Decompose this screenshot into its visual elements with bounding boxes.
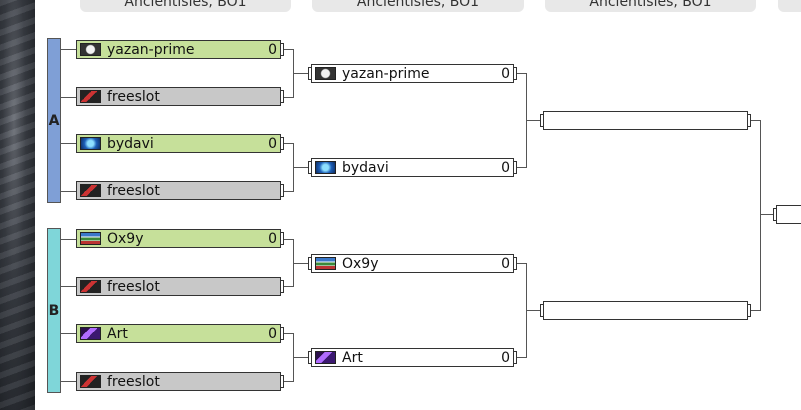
purple-crystal-avatar-icon — [80, 327, 101, 340]
side-background-art — [0, 0, 35, 410]
flag-avatar-icon — [80, 232, 101, 245]
player-score: 0 — [268, 135, 277, 152]
player-score: 0 — [268, 325, 277, 342]
player-name: Art — [342, 349, 363, 366]
r2-slot-1[interactable]: yazan-prime 0 — [311, 64, 514, 83]
freeslot-icon — [80, 90, 101, 103]
player-name: bydavi — [107, 135, 154, 152]
freeslot-icon — [80, 375, 101, 388]
group-b-bar: B — [47, 228, 61, 393]
round-4-header — [778, 0, 801, 12]
player-score: 0 — [268, 230, 277, 247]
player-name: Art — [107, 325, 128, 342]
flag-avatar-icon — [315, 257, 336, 270]
round-1-header: Ancientisles, BO1 — [80, 0, 291, 12]
r3-slot-2[interactable] — [543, 301, 748, 320]
player-name: freeslot — [107, 278, 160, 295]
player-name: yazan-prime — [342, 65, 430, 82]
r3-slot-1[interactable] — [543, 111, 748, 130]
r1-slot-2[interactable]: freeslot — [76, 87, 281, 106]
r1-slot-5[interactable]: Ox9y 0 — [76, 229, 281, 248]
r2-slot-2[interactable]: bydavi 0 — [311, 158, 514, 177]
r1-slot-8[interactable]: freeslot — [76, 372, 281, 391]
player-score: 0 — [268, 41, 277, 58]
player-score: 0 — [501, 255, 510, 272]
skull-avatar-icon — [315, 67, 336, 80]
blue-energy-avatar-icon — [315, 161, 336, 174]
freeslot-icon — [80, 280, 101, 293]
blue-energy-avatar-icon — [80, 137, 101, 150]
r1-slot-4[interactable]: freeslot — [76, 181, 281, 200]
player-name: Ox9y — [342, 255, 379, 272]
player-score: 0 — [501, 349, 510, 366]
r1-slot-7[interactable]: Art 0 — [76, 324, 281, 343]
player-name: yazan-prime — [107, 41, 195, 58]
player-name: Ox9y — [107, 230, 144, 247]
freeslot-icon — [80, 184, 101, 197]
player-score: 0 — [501, 65, 510, 82]
r2-slot-3[interactable]: Ox9y 0 — [311, 254, 514, 273]
skull-avatar-icon — [80, 43, 101, 56]
r1-slot-1[interactable]: yazan-prime 0 — [76, 40, 281, 59]
group-a-bar: A — [47, 38, 61, 203]
r1-slot-3[interactable]: bydavi 0 — [76, 134, 281, 153]
purple-crystal-avatar-icon — [315, 351, 336, 364]
r2-slot-4[interactable]: Art 0 — [311, 348, 514, 367]
group-a-label: A — [48, 112, 60, 129]
player-name: freeslot — [107, 182, 160, 199]
r4-slot-1[interactable] — [776, 205, 801, 224]
r1-slot-6[interactable]: freeslot — [76, 277, 281, 296]
round-2-header: Ancientisles, BO1 — [312, 0, 524, 12]
round-3-header: Ancientisles, BO1 — [545, 0, 756, 12]
group-b-label: B — [48, 302, 60, 319]
player-name: freeslot — [107, 373, 160, 390]
player-name: freeslot — [107, 88, 160, 105]
player-name: bydavi — [342, 159, 389, 176]
player-score: 0 — [501, 159, 510, 176]
